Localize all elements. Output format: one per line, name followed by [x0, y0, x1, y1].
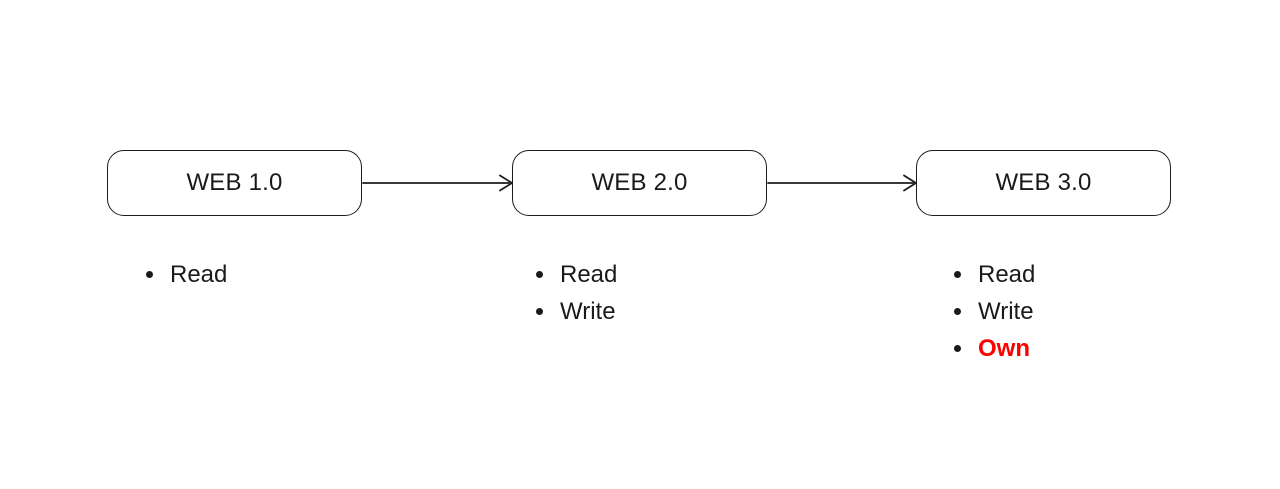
arrow-web2-to-web3-icon	[767, 167, 918, 199]
web3-node-label: WEB 3.0	[995, 169, 1092, 196]
list-item-label: Read	[170, 260, 228, 288]
web3-feature-list: Read Write Own	[954, 256, 1035, 367]
bullet-icon	[954, 345, 961, 352]
arrow-web1-to-web2-icon	[362, 167, 514, 199]
bullet-icon	[954, 271, 961, 278]
bullet-icon	[536, 271, 543, 278]
list-item: Read	[146, 256, 227, 293]
list-item-label: Own	[978, 334, 1030, 362]
list-item-label: Write	[978, 297, 1034, 325]
web1-node: WEB 1.0	[107, 150, 362, 216]
web2-node: WEB 2.0	[512, 150, 767, 216]
list-item: Read	[536, 256, 617, 293]
bullet-icon	[146, 271, 153, 278]
list-item-label: Read	[978, 260, 1036, 288]
web2-node-label: WEB 2.0	[591, 169, 688, 196]
list-item: Read	[954, 256, 1035, 293]
list-item: Write	[954, 293, 1035, 330]
bullet-icon	[536, 308, 543, 315]
web3-node: WEB 3.0	[916, 150, 1171, 216]
list-item-label: Write	[560, 297, 616, 325]
list-item-own-emphasized: Own	[954, 330, 1035, 367]
list-item-label: Read	[560, 260, 618, 288]
bullet-icon	[954, 308, 961, 315]
list-item: Write	[536, 293, 617, 330]
web2-feature-list: Read Write	[536, 256, 617, 330]
web1-feature-list: Read	[146, 256, 227, 293]
web1-node-label: WEB 1.0	[186, 169, 283, 196]
